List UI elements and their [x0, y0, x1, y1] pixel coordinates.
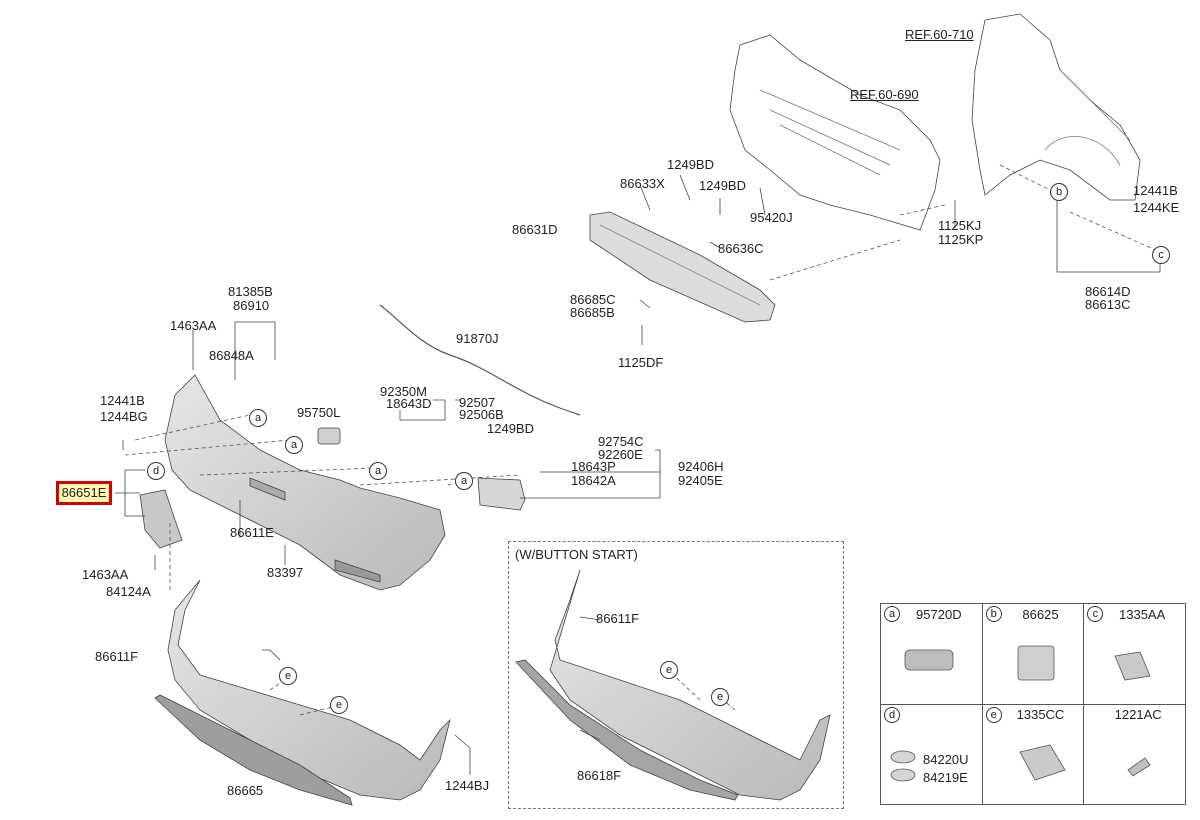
part-label[interactable]: 86685B — [570, 305, 615, 320]
callout-a[interactable]: a — [249, 409, 267, 427]
part-label[interactable]: 86633X — [620, 176, 665, 191]
wiring-harness — [379, 304, 581, 416]
part-label[interactable]: 92506B — [459, 407, 504, 422]
legend-key: d — [884, 706, 900, 723]
callout-e[interactable]: e — [330, 696, 348, 714]
skid-strip — [154, 694, 353, 806]
rear-beam — [589, 211, 776, 323]
legend-cell-e[interactable]: e 1335CC — [981, 703, 1085, 805]
legend-part: 1335CC — [1016, 707, 1065, 722]
legend-part: 95720D — [916, 606, 962, 622]
part-label[interactable]: 86631D — [512, 222, 558, 237]
tailgate-panel — [729, 34, 941, 231]
legend-part: 86625 — [1022, 606, 1059, 622]
legend-cell-a[interactable]: a 95720D — [880, 603, 983, 705]
part-label[interactable]: 86848A — [209, 348, 254, 363]
sensor-part — [317, 427, 341, 445]
callout-c[interactable]: c — [1152, 246, 1170, 264]
part-label[interactable]: 86665 — [227, 783, 264, 798]
callout-a[interactable]: a — [285, 436, 303, 454]
ref-label-quarter[interactable]: REF.60-710 — [905, 27, 974, 42]
quarter-panel — [971, 13, 1141, 201]
callout-e[interactable]: e — [660, 661, 678, 679]
part-label[interactable]: 92507 — [459, 395, 496, 410]
part-label[interactable]: 86910 — [233, 298, 270, 313]
reflector-lamp — [477, 477, 526, 511]
part-label[interactable]: 1249BD — [667, 157, 714, 172]
part-label[interactable]: 1463AA — [170, 318, 217, 333]
callout-e[interactable]: e — [279, 667, 297, 685]
part-label[interactable]: 92405E — [678, 473, 723, 488]
skid-strip-right — [515, 659, 739, 801]
part-label[interactable]: 92260E — [598, 447, 643, 462]
legend-key: b — [985, 606, 1002, 622]
part-label[interactable]: 86618F — [577, 768, 622, 783]
part-label[interactable]: 18642A — [571, 473, 616, 488]
legend-key: c — [1087, 606, 1104, 622]
variant-box: (W/BUTTON START) 86611F e e 86618F — [508, 541, 844, 809]
ref-label-tailgate[interactable]: REF.60-690 — [850, 87, 919, 102]
legend-table: a 95720D b 86625 c 1335AA d 84220U 84219E e… — [880, 603, 1186, 805]
part-label[interactable]: 86611F — [95, 649, 139, 664]
part-label[interactable]: 1125KP — [938, 232, 984, 247]
part-label[interactable]: 92754C — [598, 434, 644, 449]
part-label[interactable]: 1249BD — [699, 178, 746, 193]
part-label[interactable]: 1463AA — [82, 567, 129, 582]
part-label[interactable]: 12441B — [1133, 183, 1178, 198]
part-label[interactable]: 95420J — [750, 210, 793, 225]
legend-cell-b[interactable]: b 86625 — [981, 603, 1085, 705]
part-label[interactable]: 92350M — [380, 384, 427, 399]
part-label[interactable]: 86614D — [1085, 284, 1131, 299]
part-label[interactable]: 1244KE — [1133, 200, 1180, 215]
legend-cell-c[interactable]: c 1335AA — [1083, 603, 1186, 705]
lower-garnish-left — [167, 579, 451, 801]
part-label[interactable]: 18643D — [386, 396, 432, 411]
part-label[interactable]: 95750L — [297, 405, 341, 420]
legend-subpart: 84219E — [923, 769, 968, 785]
callout-d[interactable]: d — [147, 462, 165, 480]
legend-cell-screw[interactable]: 1221AC — [1083, 703, 1186, 805]
part-label[interactable]: 12441B — [100, 393, 145, 408]
callout-b[interactable]: b — [1050, 183, 1068, 201]
lower-garnish-right — [549, 569, 831, 801]
part-label[interactable]: 92406H — [678, 459, 724, 474]
legend-part: 1221AC — [1114, 707, 1162, 722]
part-label[interactable]: 86685C — [570, 292, 616, 307]
part-label[interactable]: 86611E — [230, 525, 274, 540]
part-label[interactable]: 1125KJ — [938, 218, 982, 233]
part-label[interactable]: 1125DF — [618, 355, 664, 370]
callout-e[interactable]: e — [711, 688, 729, 706]
callout-a[interactable]: a — [455, 472, 473, 490]
bumper-cover — [164, 374, 446, 591]
part-label[interactable]: 1244BJ — [445, 778, 490, 793]
part-label[interactable]: 86636C — [718, 241, 764, 256]
part-label[interactable]: 91870J — [456, 331, 499, 346]
legend-cell-d[interactable]: d 84220U 84219E — [880, 703, 983, 805]
part-label[interactable]: 86611F — [596, 611, 640, 626]
legend-key: a — [884, 606, 900, 622]
legend-key: e — [985, 706, 1002, 723]
bumper-bracket — [139, 489, 183, 549]
part-label[interactable]: 86613C — [1085, 297, 1131, 312]
part-label[interactable]: 83397 — [267, 565, 304, 580]
part-label[interactable]: 1244BG — [100, 409, 148, 424]
part-label[interactable]: 84124A — [106, 584, 151, 599]
variant-box-title: (W/BUTTON START) — [515, 547, 638, 562]
part-label[interactable]: 81385B — [228, 284, 273, 299]
part-label[interactable]: 1249BD — [487, 421, 534, 436]
callout-a[interactable]: a — [369, 462, 387, 480]
highlighted-part-label[interactable]: 86651E — [56, 481, 112, 505]
part-label[interactable]: 18643P — [571, 459, 616, 474]
legend-subpart: 84220U — [923, 751, 969, 767]
legend-part: 1335AA — [1119, 606, 1166, 622]
